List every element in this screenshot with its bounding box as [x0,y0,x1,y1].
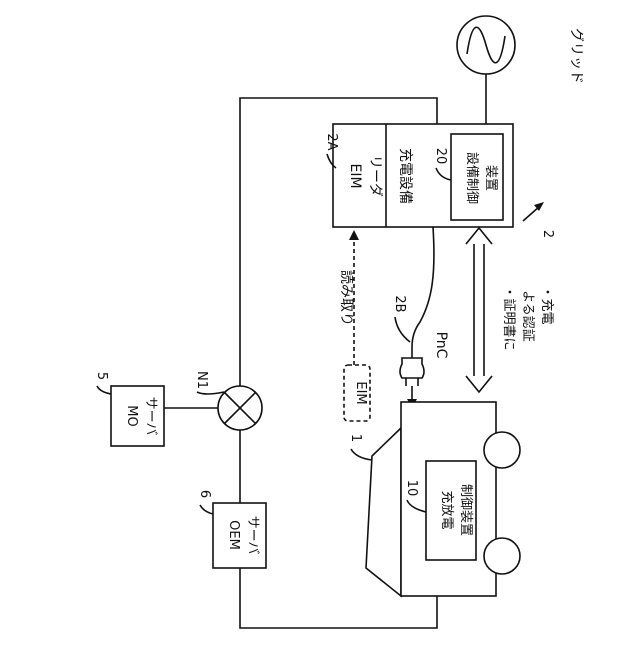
eim-tag-label: EIM [353,381,368,404]
ref-2A: 2A [324,133,339,150]
grid-source [457,16,515,74]
charging-equipment-label: 充電設備 [397,148,413,204]
ref-6: 6 [197,490,212,498]
grid-label: グリッド [568,28,584,84]
connector-plug [400,358,424,378]
vehicle-controller-label-1: 充放電 [439,490,455,529]
ref-2B: 2B [392,295,407,312]
oem-server-label-1: OEM [226,520,241,550]
auth-label-1: ・証明書に [501,285,516,350]
vehicle-hood [366,428,401,596]
leader-1 [351,449,372,460]
auth-label-3: ・充電 [539,285,555,324]
ref-2: 2 [540,230,555,238]
equipment-controller-label-1: 設備制御 [464,152,480,204]
network-node-n1 [218,386,262,430]
auth-arrow-head-top [466,228,492,244]
ref-1: 1 [348,434,363,442]
oem-server-label-2: サーバ [245,516,260,555]
ref-N1: N1 [194,371,209,389]
pnc-label: PnC [433,332,449,359]
leader-N1 [197,392,224,394]
pnc-connector [400,347,424,386]
vehicle-wheel [484,538,520,574]
eim-reader-label-1: EIM [347,163,363,188]
mo-server-label-2: サーバ [143,397,158,436]
vehicle-wheel [484,432,520,468]
leader-5 [97,386,111,394]
equipment-controller-label-2: 装置 [483,165,498,191]
leader-6 [200,505,213,514]
read-arrowhead [349,230,359,240]
ref-20: 20 [433,148,448,165]
ref-10: 10 [404,480,419,497]
mo-server-label-1: MO [124,405,139,426]
eim-reader-label-2: リーダ [367,155,383,197]
auth-label-2: よる認証 [520,290,536,342]
leader-2B [395,317,410,342]
charging-cable [412,227,434,347]
auth-arrow-head-bottom [466,376,492,392]
read-label: 読み取り [338,270,355,326]
vehicle-controller-label-2: 制御装置 [458,484,473,536]
ref-5: 5 [94,372,109,380]
